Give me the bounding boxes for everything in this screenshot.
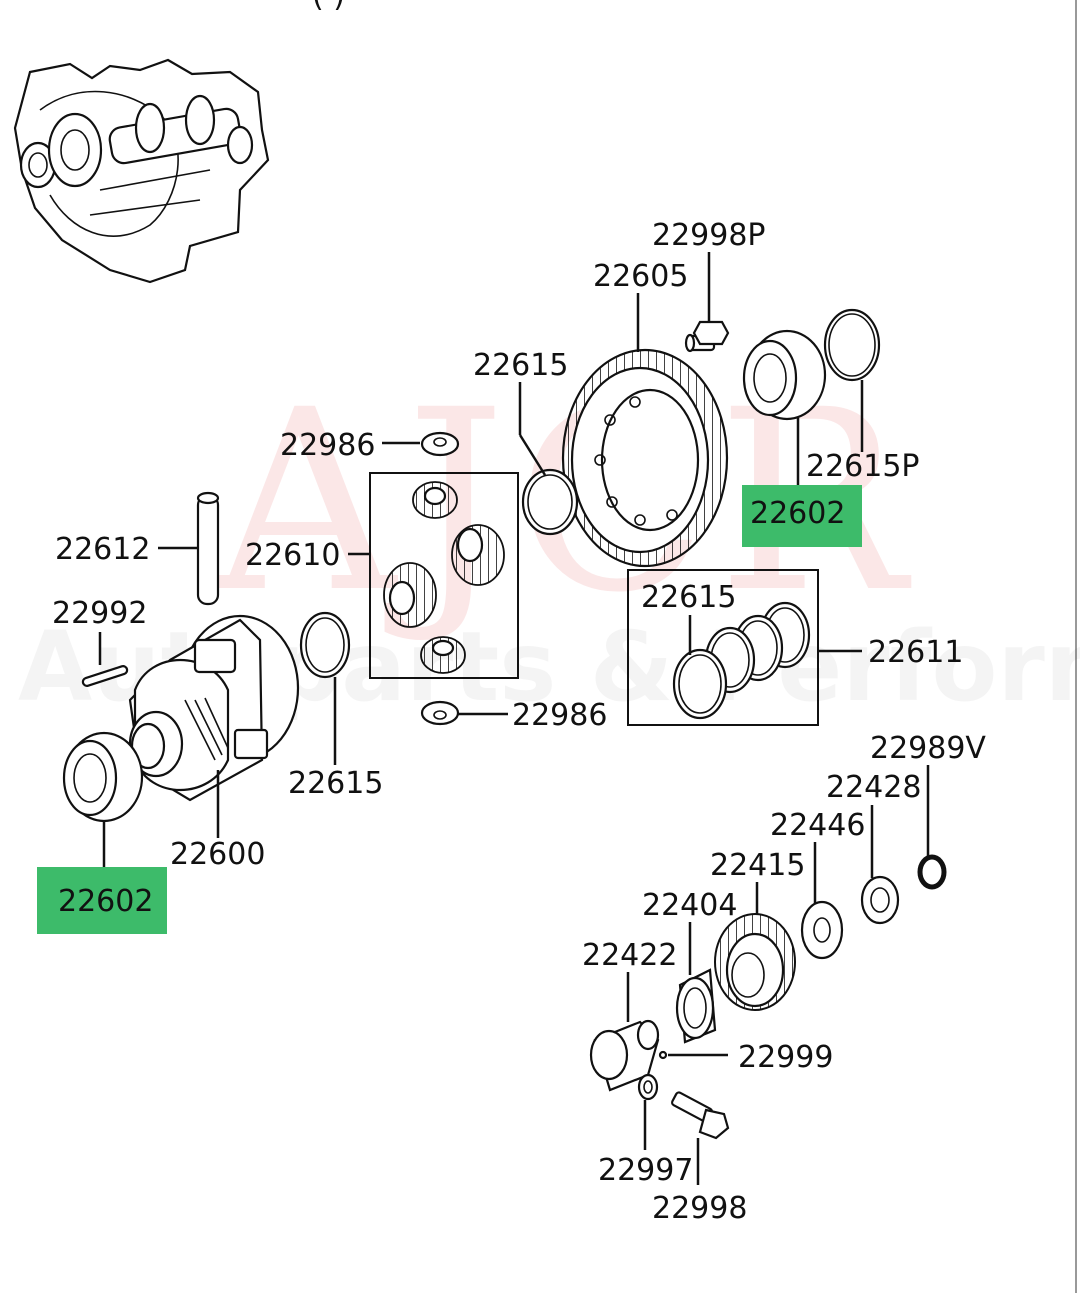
label-22998[interactable]: 22998 <box>652 1191 747 1226</box>
bearing-22602-left <box>62 731 144 823</box>
label-22600[interactable]: 22600 <box>170 837 265 872</box>
label-22989V[interactable]: 22989V <box>870 731 986 766</box>
washer-22986-top <box>420 431 460 457</box>
pinion-kit-box-22610 <box>369 472 519 679</box>
label-22615-set[interactable]: 22615 <box>641 580 736 615</box>
pin-22992 <box>81 665 129 687</box>
pinion-shaft-22612 <box>196 491 220 606</box>
label-22986-bottom[interactable]: 22986 <box>512 698 607 733</box>
bolt-22998P <box>684 320 730 353</box>
label-22602-right[interactable]: 22602 <box>750 496 845 531</box>
label-22997[interactable]: 22997 <box>598 1153 693 1188</box>
label-22998P[interactable]: 22998P <box>652 218 766 253</box>
leader-lines <box>98 252 930 1185</box>
washer-22615-top <box>521 468 579 536</box>
highlight-22602-left <box>37 867 167 934</box>
washer-22428 <box>860 875 900 925</box>
washer-22615-left <box>299 611 351 679</box>
label-22415[interactable]: 22415 <box>710 848 805 883</box>
ball-22999 <box>658 1050 668 1060</box>
label-22602-left[interactable]: 22602 <box>58 884 153 919</box>
label-22615-top[interactable]: 22615 <box>473 348 568 383</box>
label-22446[interactable]: 22446 <box>770 808 865 843</box>
washer-22986-bottom <box>420 700 460 726</box>
label-22615-left[interactable]: 22615 <box>288 766 383 801</box>
differential-case-22600 <box>128 614 300 802</box>
transmission-overview-icon <box>13 58 270 284</box>
snap-ring-22989V <box>917 854 947 890</box>
label-22611[interactable]: 22611 <box>868 635 963 670</box>
shim-set-box-22611 <box>627 569 819 726</box>
highlight-22602-right <box>742 485 862 547</box>
gear-22415 <box>714 913 796 1011</box>
bolt-22998 <box>671 1091 730 1140</box>
label-22999[interactable]: 22999 <box>738 1040 833 1075</box>
ring-gear-22605 <box>561 348 729 568</box>
label-22404[interactable]: 22404 <box>642 888 737 923</box>
shim-22615P <box>823 308 881 382</box>
label-22605[interactable]: 22605 <box>593 259 688 294</box>
label-22428[interactable]: 22428 <box>826 770 921 805</box>
label-22615P[interactable]: 22615P <box>806 449 920 484</box>
washer-22997 <box>637 1073 659 1101</box>
label-22422[interactable]: 22422 <box>582 938 677 973</box>
bearing-22602-right <box>742 329 827 421</box>
washer-22446 <box>800 900 844 960</box>
label-22612[interactable]: 22612 <box>55 532 150 567</box>
label-22610[interactable]: 22610 <box>245 538 340 573</box>
shaft-22422 <box>589 1019 660 1092</box>
needle-bearing-22404 <box>675 968 717 1044</box>
label-22986-top[interactable]: 22986 <box>280 428 375 463</box>
header-fragment: ( ) <box>312 0 345 14</box>
label-22992[interactable]: 22992 <box>52 596 147 631</box>
